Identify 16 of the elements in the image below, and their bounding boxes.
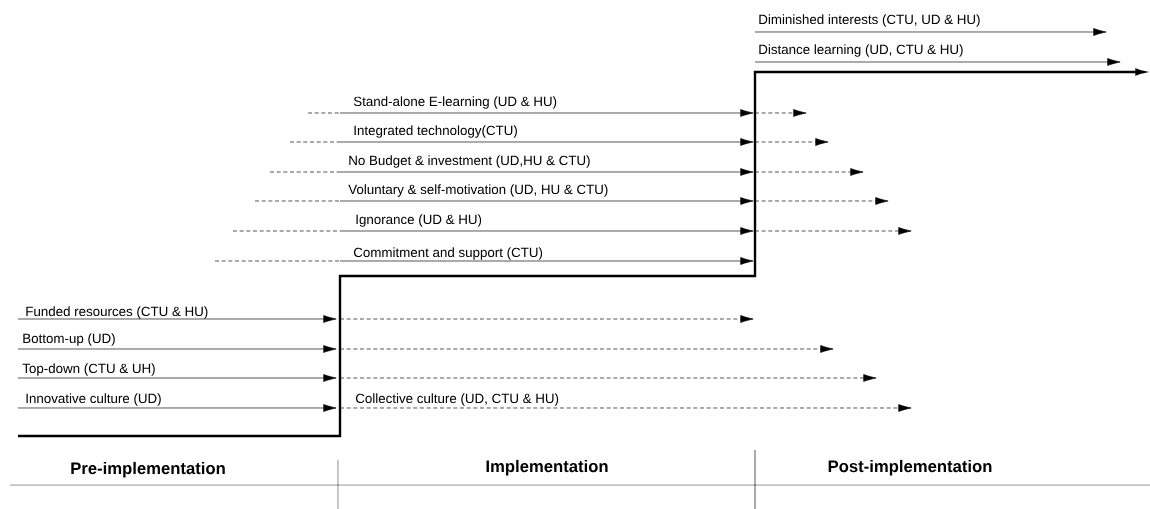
arrow-label: Diminished interests (CTU, UD & HU) (759, 14, 980, 27)
arrow-label: Funded resources (CTU & HU) (26, 306, 208, 319)
arrow-label: Stand-alone E-learning (UD & HU) (353, 96, 557, 109)
phase-heading: Implementation (486, 459, 608, 476)
phase-heading: Post-implementation (828, 459, 992, 476)
arrow-label: Innovative culture (UD) (26, 393, 161, 406)
arrow-label: No Budget & investment (UD,HU & CTU) (349, 155, 590, 168)
arrow-label: Commitment and support (CTU) (353, 247, 543, 260)
phase-heading: Pre-implementation (71, 461, 225, 478)
arrow-label: Distance learning (UD, CTU & HU) (759, 44, 963, 57)
arrow-label: Voluntary & self-motivation (UD, HU & CTU) (348, 184, 608, 197)
arrow-label: Ignorance (UD & HU) (356, 214, 482, 227)
arrow-label: Collective culture (UD, CTU & HU) (355, 393, 559, 406)
arrow-label: Top-down (CTU & UH) (22, 363, 155, 376)
arrow-label: Bottom-up (UD) (23, 333, 115, 346)
arrow-label: Integrated technology(CTU) (354, 125, 517, 138)
